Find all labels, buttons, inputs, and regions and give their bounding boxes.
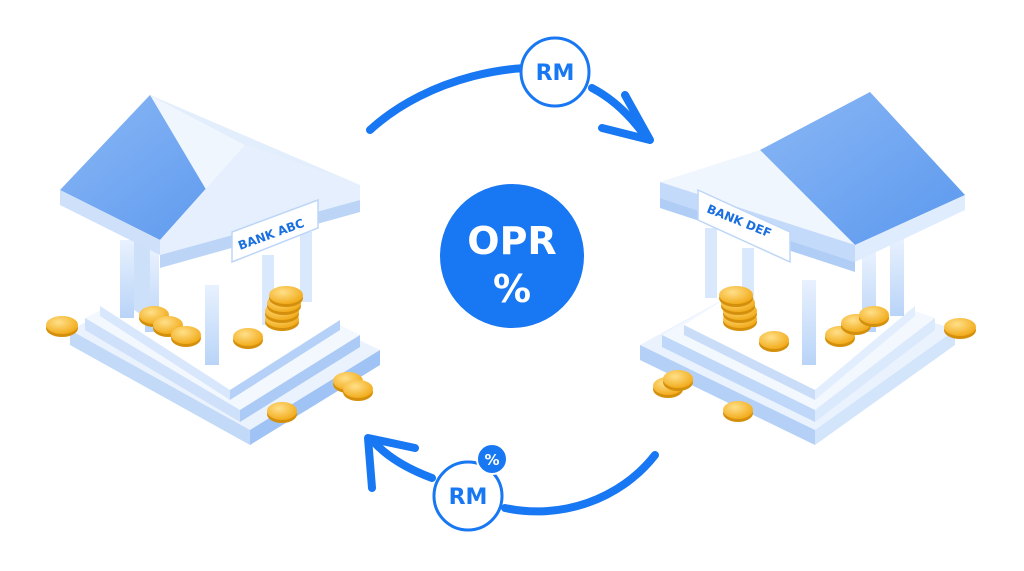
coin [759,331,789,352]
top-flow-rm-badge: RM [519,36,591,108]
arrow-head-icon [364,434,419,492]
opr-badge: OPR % [440,184,584,328]
coin [859,306,889,327]
bottom-flow-percent-badge: % [476,443,508,475]
coin-stack [265,286,303,331]
coin [825,326,855,347]
bank-abc-roof [60,95,360,268]
bottom-flow-percent-label: % [484,451,499,469]
opr-label: OPR [467,219,556,263]
bottom-flow-arrow [364,434,659,516]
bottom-flow-rm-label: RM [449,485,488,510]
coin [343,380,373,401]
arrow-head-icon [598,91,654,144]
coin [663,370,693,391]
bank-abc-columns [120,232,312,365]
bank-abc-steps [70,251,380,445]
coin [267,402,297,423]
top-flow-arrow [366,63,654,144]
coin [46,316,78,337]
bank-def-coins [653,286,976,422]
bank-abc-building: BANK ABC [60,95,380,445]
bank-def-steps [640,262,955,445]
top-flow-rm-label: RM [536,61,575,86]
bank-abc-coins [46,286,373,423]
coin [723,401,753,422]
bottom-flow-rm-badge: RM [432,460,504,532]
opr-percent-label: % [493,267,531,311]
coin [171,326,201,347]
coin [944,318,976,339]
bank-def-building: BANK DEF [640,92,965,445]
coin [233,328,263,349]
coin-stack [719,286,757,331]
